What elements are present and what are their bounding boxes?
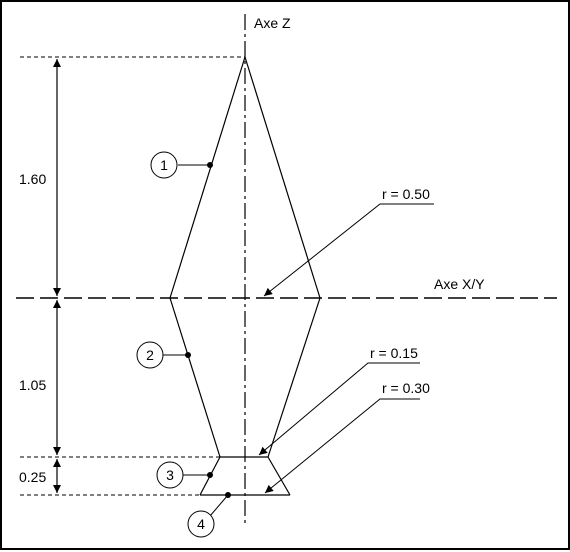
radius-leader-r2 — [258, 362, 420, 456]
callout-3-label: 3 — [166, 467, 174, 483]
profile-outline — [169, 56, 321, 496]
xy-axis-label: Axe X/Y — [434, 276, 485, 292]
section-1-left-edge — [169, 56, 246, 299]
section-2-left-edge — [169, 297, 221, 458]
radius-leader-r1 — [263, 203, 434, 297]
dim-label-lower: 0.25 — [19, 469, 46, 485]
radius-leader-r3 — [264, 398, 420, 494]
section-2-right-edge — [267, 297, 321, 458]
callout-2-label: 2 — [146, 347, 154, 363]
callout-2: 2 — [136, 341, 191, 369]
callout-4: 4 — [187, 492, 231, 538]
callout-3: 3 — [156, 461, 213, 489]
callout-1: 1 — [150, 151, 213, 179]
z-axis-label: Axe Z — [254, 15, 291, 31]
callout-1-label: 1 — [160, 157, 168, 173]
radius-leaders — [258, 203, 434, 494]
radius-label-r2: r = 0.15 — [370, 345, 418, 361]
radius-label-r1: r = 0.50 — [382, 186, 430, 202]
section-3-right-edge — [267, 456, 291, 496]
section-1-right-edge — [244, 56, 321, 299]
callout-4-label: 4 — [197, 516, 205, 532]
dim-label-middle: 1.05 — [19, 377, 46, 393]
radius-label-r3: r = 0.30 — [382, 380, 430, 396]
dim-label-upper: 1.60 — [19, 171, 46, 187]
